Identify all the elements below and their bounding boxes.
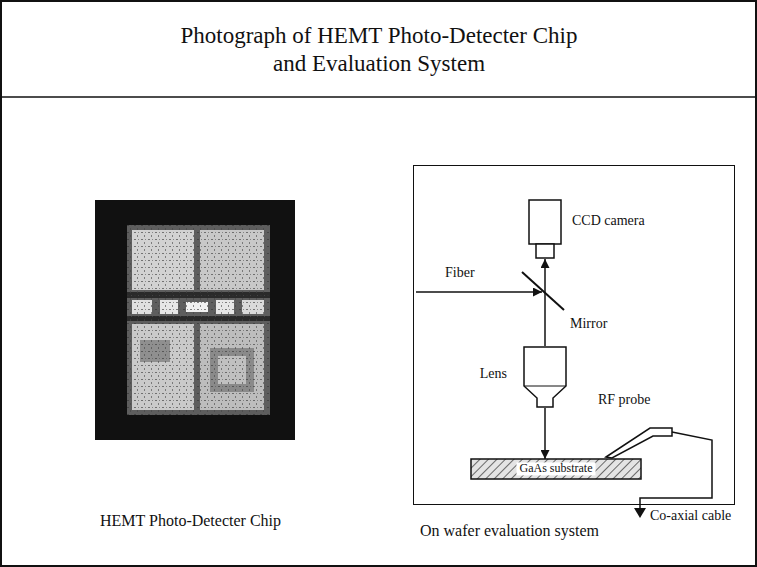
camera-label: CCD camera [572,213,645,229]
lens-body [524,347,566,407]
fiber-label: Fiber [445,265,475,281]
lens-rim [524,386,566,387]
mirror-label: Mirror [570,316,607,332]
photo-ground [95,200,295,440]
chip-die [127,225,270,415]
rf-probe-symbol [606,428,672,458]
camera-body [529,200,561,244]
substrate-label: GaAs substrate [517,462,596,475]
fiber-arrow [416,291,542,293]
chip-caption: HEMT Photo-Detecter Chip [100,512,281,530]
light-path-arrow [544,259,546,346]
slide-title: Photograph of HEMT Photo-Detecter Chip a… [176,22,582,77]
rf-probe-label: RF probe [598,392,651,408]
system-caption: On wafer evaluation system [420,522,599,540]
light-path-arrow [544,408,546,459]
title-rule [0,96,757,98]
lens-label: Lens [480,366,507,382]
camera-lens [536,244,554,258]
cable-label: Co-axial cable [650,508,731,524]
gaas-substrate: GaAs substrate [471,459,641,479]
lens-objective: Lens [523,346,567,408]
ccd-camera: CCD camera [528,199,562,259]
lens-objective-outline [523,346,567,408]
substrate-hatch [471,459,641,479]
cable-arrowhead [634,508,646,518]
system-frame: On wafer evaluation systemCCD cameraLens… [413,165,735,505]
photo-grain [127,225,270,415]
ccd-camera-outline [528,199,562,259]
chip-photo [95,200,295,440]
mirror-symbol [522,272,564,310]
coaxial-cable-line [640,432,712,508]
